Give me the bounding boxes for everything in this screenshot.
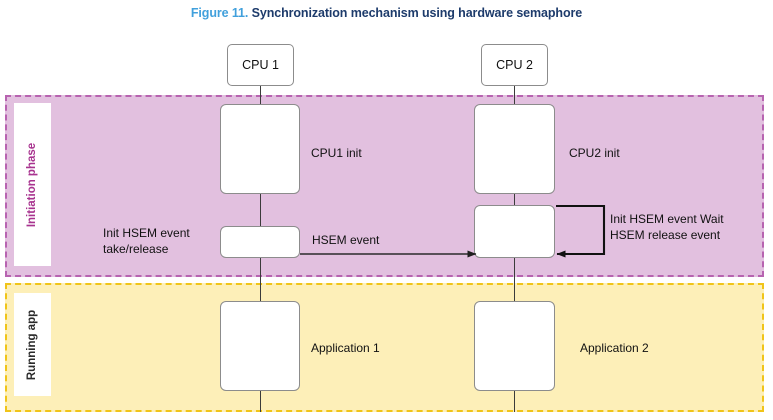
phase-region-initiation [5,95,764,277]
phase-label-running: Running app [14,293,51,396]
label-hsem-event-message: HSEM event [312,233,380,247]
lifeline-cpu2-d [514,390,515,412]
lifeline-cpu1-c [260,257,261,302]
page-title: Figure 11. Synchronization mechanism usi… [0,6,773,20]
label-cpu2-hsem: Init HSEM event Wait HSEM release event [610,212,724,243]
lifeline-cpu2-a [514,86,515,106]
lifeline-cpu1-a [260,86,261,106]
phase-label-initiation-text: Initiation phase [26,142,39,227]
label-application-1: Application 1 [311,341,380,355]
figure-number: Figure 11. [190,6,249,20]
exec-box-app2[interactable] [474,301,555,391]
phase-label-initiation: Initiation phase [14,103,51,266]
label-cpu1-hsem: Init HSEM event take/release [103,226,190,257]
lifeline-cpu1-d [260,390,261,412]
figure-caption: Synchronization mechanism using hardware… [251,6,583,20]
exec-box-cpu2-init[interactable] [474,104,555,194]
lifeline-cpu2-c [514,257,515,302]
exec-box-app1[interactable] [220,301,300,391]
actor-box-cpu2[interactable]: CPU 2 [481,44,548,86]
actor-box-cpu1[interactable]: CPU 1 [227,44,294,86]
exec-box-cpu2-hsem[interactable] [474,205,555,258]
label-cpu1-init: CPU1 init [311,146,362,160]
label-cpu2-init: CPU2 init [569,146,620,160]
phase-label-running-text: Running app [26,309,39,380]
lifeline-cpu1-b [260,193,261,228]
exec-box-cpu1-hsem[interactable] [220,226,300,258]
label-application-2: Application 2 [580,341,649,355]
phase-region-running [5,283,764,412]
exec-box-cpu1-init[interactable] [220,104,300,194]
